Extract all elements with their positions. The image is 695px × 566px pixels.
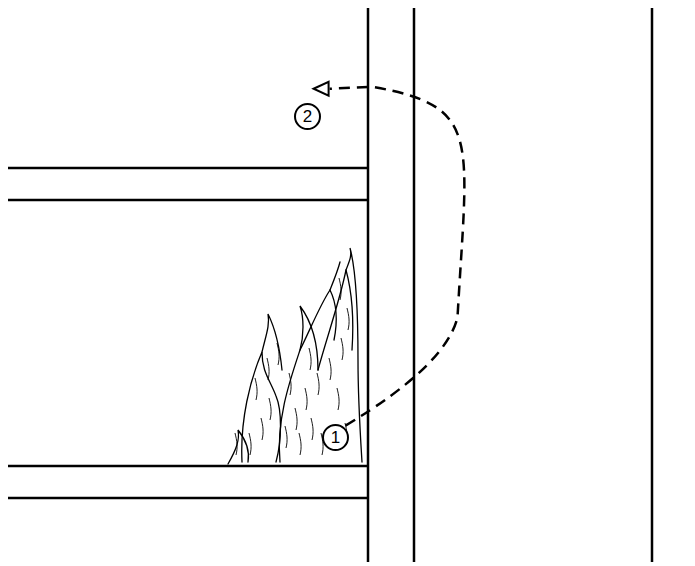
flame-stroke — [341, 338, 343, 360]
flame-stroke — [255, 378, 257, 400]
flame-stroke — [347, 308, 349, 330]
callout-circle: 1 — [322, 424, 349, 451]
adjacent-wall — [651, 8, 654, 562]
wall-outer-face — [413, 8, 416, 562]
dashed-path — [330, 87, 465, 426]
callout-number: 1 — [331, 429, 340, 446]
flame-stroke — [305, 388, 307, 410]
fire — [228, 248, 362, 464]
flame-stroke — [299, 433, 301, 455]
flame-stroke — [289, 373, 291, 395]
flame-stroke — [269, 398, 271, 420]
flame-stroke — [339, 278, 341, 300]
fire-shading — [235, 278, 349, 455]
flame-stroke — [261, 418, 263, 440]
flame-stroke — [249, 433, 251, 455]
flame-stroke — [311, 418, 313, 440]
upper-floor-bottom — [8, 199, 368, 202]
upper-floor-top — [8, 167, 368, 170]
flame-stroke — [337, 388, 339, 410]
flame-stroke — [235, 433, 237, 455]
flame-stroke — [309, 348, 311, 370]
arrowhead — [314, 82, 329, 96]
flame-stroke — [277, 343, 279, 365]
callout-circle: 2 — [294, 103, 321, 130]
lower-floor-bottom — [8, 497, 368, 500]
flame-stroke — [295, 408, 297, 430]
fire-spread-arrow — [314, 82, 465, 426]
wall-inner-face — [367, 8, 370, 562]
flame-stroke — [329, 358, 331, 380]
flame-stroke — [317, 373, 319, 395]
flame-stroke — [285, 426, 287, 448]
lower-floor-top — [8, 465, 368, 468]
flame-stroke — [267, 358, 269, 380]
callout-number: 2 — [303, 108, 312, 125]
